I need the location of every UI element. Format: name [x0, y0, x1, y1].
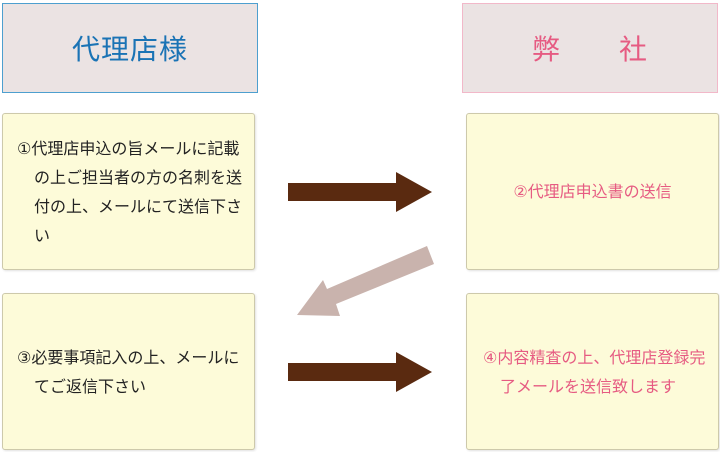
step-2-box: ②代理店申込書の送信 — [466, 113, 719, 270]
step-3-text: ③必要事項記入の上、メールにてご返信下さい — [17, 347, 240, 396]
header-agency: 代理店様 — [2, 3, 258, 93]
arrow-diagonal-icon — [297, 246, 434, 316]
step-2-text: ②代理店申込書の送信 — [513, 182, 672, 201]
header-agency-label: 代理店様 — [71, 33, 188, 66]
step-3-box: ③必要事項記入の上、メールにてご返信下さい — [2, 293, 255, 450]
step-4-box: ④内容精査の上、代理店登録完了メールを送信致します — [466, 293, 719, 450]
arrow-step2-to-step3 — [297, 246, 434, 316]
arrow-right-icon — [288, 352, 432, 392]
step-4-text: ④内容精査の上、代理店登録完了メールを送信致します — [483, 347, 706, 396]
arrow-right-icon — [288, 172, 432, 212]
arrow-step3-to-step4 — [288, 352, 432, 392]
header-company-label: 弊 社 — [531, 33, 648, 66]
header-company: 弊 社 — [462, 3, 718, 93]
step-1-text: ①代理店申込の旨メールに記載の上ご担当者の方の名刺を送付の上、メールにて送信下さ… — [17, 138, 243, 245]
arrow-step1-to-step2 — [288, 172, 432, 212]
step-1-box: ①代理店申込の旨メールに記載の上ご担当者の方の名刺を送付の上、メールにて送信下さ… — [2, 113, 255, 270]
